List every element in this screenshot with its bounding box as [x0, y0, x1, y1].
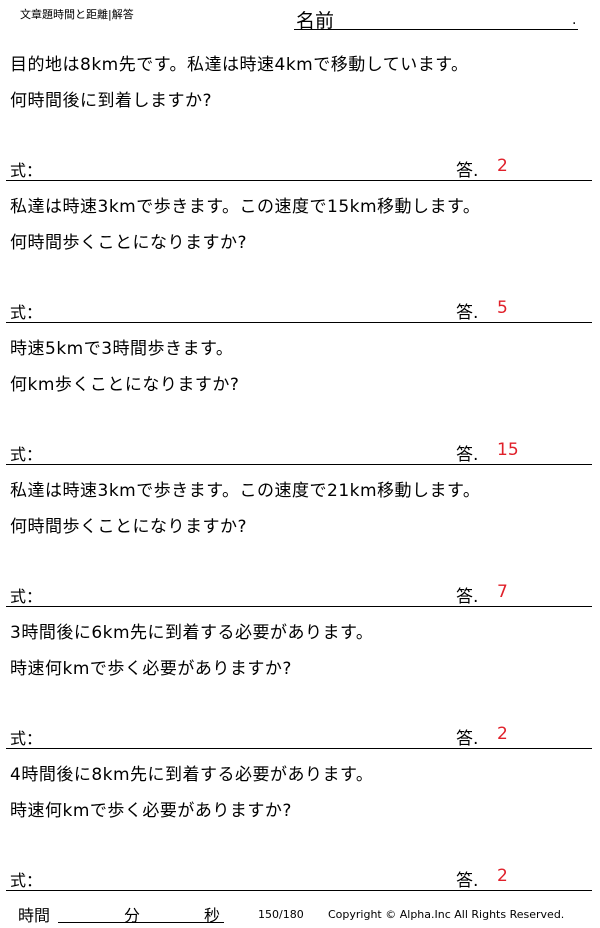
answer-value: 2: [497, 724, 508, 744]
question-line-1: 4時間後に8km先に到着する必要があります。: [10, 765, 374, 785]
question-line-1: 3時間後に6km先に到着する必要があります。: [10, 623, 374, 643]
name-label: 名前: [296, 10, 335, 32]
problem-1: 目的地は8km先です。私達は時速4kmで移動しています。 何時間後に到着しますか…: [0, 40, 600, 182]
question-line-2: 時速何kmで歩く必要がありますか?: [10, 801, 292, 821]
time-label: 時間: [18, 906, 51, 925]
footer: 時間 分 秒 150/180 Copyright © Alpha.Inc All…: [0, 898, 600, 928]
problem-divider: [6, 464, 592, 465]
time-underline: [58, 922, 224, 923]
question-line-1: 時速5kmで3時間歩きます。: [10, 339, 234, 359]
answer-value: 2: [497, 156, 508, 176]
answer-label: 答.: [456, 729, 479, 749]
problem-divider: [6, 180, 592, 181]
worksheet-title: 文章題時間と距離|解答: [20, 8, 134, 21]
formula-label: 式：: [10, 161, 43, 180]
answer-value: 5: [497, 298, 508, 318]
problem-divider: [6, 890, 592, 891]
page-number: 150/180: [258, 908, 304, 921]
problem-divider: [6, 606, 592, 607]
answer-label: 答.: [456, 161, 479, 181]
answer-label: 答.: [456, 303, 479, 323]
seconds-label: 秒: [204, 906, 221, 925]
formula-label: 式：: [10, 871, 43, 890]
question-line-1: 私達は時速3kmで歩きます。この速度で21km移動します。: [10, 481, 481, 501]
problem-divider: [6, 748, 592, 749]
formula-label: 式：: [10, 445, 43, 464]
answer-value: 15: [497, 440, 519, 460]
formula-label: 式：: [10, 587, 43, 606]
name-underline: [294, 29, 578, 30]
question-line-2: 何時間後に到着しますか?: [10, 91, 213, 111]
question-line-2: 何時間歩くことになりますか?: [10, 517, 248, 537]
question-line-2: 何時間歩くことになりますか?: [10, 233, 248, 253]
problem-divider: [6, 322, 592, 323]
answer-label: 答.: [456, 587, 479, 607]
copyright-text: Copyright © Alpha.Inc All Rights Reserve…: [328, 908, 565, 921]
minutes-label: 分: [124, 906, 141, 925]
problem-3: 時速5kmで3時間歩きます。 何km歩くことになりますか? 式： 答. 15: [0, 324, 600, 466]
problem-2: 私達は時速3kmで歩きます。この速度で15km移動します。 何時間歩くことになり…: [0, 182, 600, 324]
problem-4: 私達は時速3kmで歩きます。この速度で21km移動します。 何時間歩くことになり…: [0, 466, 600, 608]
question-line-2: 何km歩くことになりますか?: [10, 375, 240, 395]
formula-label: 式：: [10, 303, 43, 322]
answer-value: 7: [497, 582, 508, 602]
answer-label: 答.: [456, 445, 479, 465]
question-line-1: 私達は時速3kmで歩きます。この速度で15km移動します。: [10, 197, 481, 217]
formula-label: 式：: [10, 729, 43, 748]
name-dot: .: [572, 12, 577, 28]
question-line-1: 目的地は8km先です。私達は時速4kmで移動しています。: [10, 55, 469, 75]
answer-value: 2: [497, 866, 508, 886]
problem-6: 4時間後に8km先に到着する必要があります。 時速何kmで歩く必要がありますか?…: [0, 750, 600, 892]
answer-label: 答.: [456, 871, 479, 891]
problem-5: 3時間後に6km先に到着する必要があります。 時速何kmで歩く必要がありますか?…: [0, 608, 600, 750]
question-line-2: 時速何kmで歩く必要がありますか?: [10, 659, 292, 679]
